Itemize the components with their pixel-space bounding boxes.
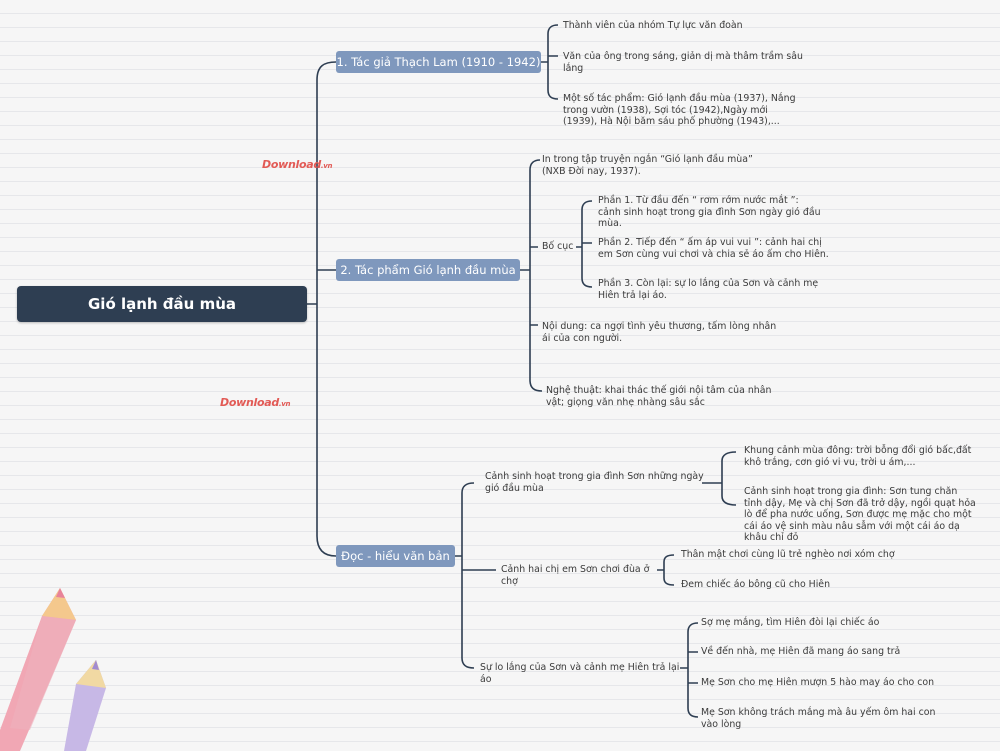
branch-label: Đọc - hiểu văn bản bbox=[341, 549, 450, 563]
watermark-logo: Download.vn bbox=[262, 158, 333, 171]
leaf-node: In trong tập truyện ngắn “Gió lạnh đầu m… bbox=[542, 154, 753, 177]
branch-tac-pham: 2. Tác phẩm Gió lạnh đầu mùa bbox=[336, 259, 520, 281]
leaf-node: Mẹ Sơn cho mẹ Hiên mượn 5 hào may áo cho… bbox=[701, 677, 935, 688]
watermark-logo: Download.vn bbox=[220, 396, 291, 409]
root-node: Gió lạnh đầu mùa bbox=[17, 286, 307, 322]
leaf-node: Mẹ Sơn không trách mắng mà âu yếm ôm hai… bbox=[701, 707, 936, 730]
purple-pencil bbox=[64, 660, 106, 751]
branch-tac-gia: 1. Tác giả Thạch Lam (1910 - 1942) bbox=[336, 51, 541, 73]
leaf-node: Nội dung: ca ngợi tình yêu thương, tấm l… bbox=[542, 321, 777, 344]
leaf-node: Văn của ông trong sáng, giản dị mà thâm … bbox=[563, 51, 803, 74]
sub-topic-node: Cảnh hai chị em Sơn chơi đùa ở chợ bbox=[501, 564, 650, 587]
sub-topic-node: Sự lo lắng của Sơn và cảnh mẹ Hiên trả l… bbox=[480, 662, 680, 685]
leaf-node: Sợ mẹ mắng, tìm Hiên đòi lại chiếc áo bbox=[701, 617, 880, 628]
leaf-node: Cảnh sinh hoạt trong gia đình: Sơn tung … bbox=[744, 486, 976, 544]
leaf-node: Đem chiếc áo bông cũ cho Hiên bbox=[681, 579, 831, 590]
leaf-node: Một số tác phẩm: Gió lạnh đầu mùa (1937)… bbox=[563, 93, 796, 128]
branch-label: 1. Tác giả Thạch Lam (1910 - 1942) bbox=[336, 55, 541, 69]
bo-cuc-node: Bố cục bbox=[542, 241, 574, 252]
leaf-node: Thân mật chơi cùng lũ trẻ nghèo nơi xóm … bbox=[681, 549, 895, 560]
sub-topic-node: Cảnh sinh hoạt trong gia đình Sơn những … bbox=[485, 471, 704, 494]
leaf-node: Thành viên của nhóm Tự lực văn đoàn bbox=[563, 20, 743, 31]
branch-doc-hieu: Đọc - hiểu văn bản bbox=[336, 545, 455, 567]
leaf-node: Phần 2. Tiếp đến “ ấm áp vui vui ”: cảnh… bbox=[598, 237, 829, 260]
leaf-node: Phần 3. Còn lại: sự lo lắng của Sơn và c… bbox=[598, 278, 819, 301]
leaf-node: Nghệ thuật: khai thác thế giới nội tâm c… bbox=[546, 385, 772, 408]
leaf-node: Phần 1. Từ đầu đến “ rơm rớm nước mắt ”:… bbox=[598, 195, 821, 230]
pencils-decoration bbox=[0, 588, 106, 751]
root-label: Gió lạnh đầu mùa bbox=[87, 295, 236, 313]
leaf-node: Khung cảnh mùa đông: trời bỗng đổi gió b… bbox=[744, 445, 972, 468]
leaf-node: Về đến nhà, mẹ Hiên đã mang áo sang trả bbox=[701, 646, 901, 657]
branch-label: 2. Tác phẩm Gió lạnh đầu mùa bbox=[340, 263, 516, 277]
pink-pencil bbox=[0, 588, 76, 751]
